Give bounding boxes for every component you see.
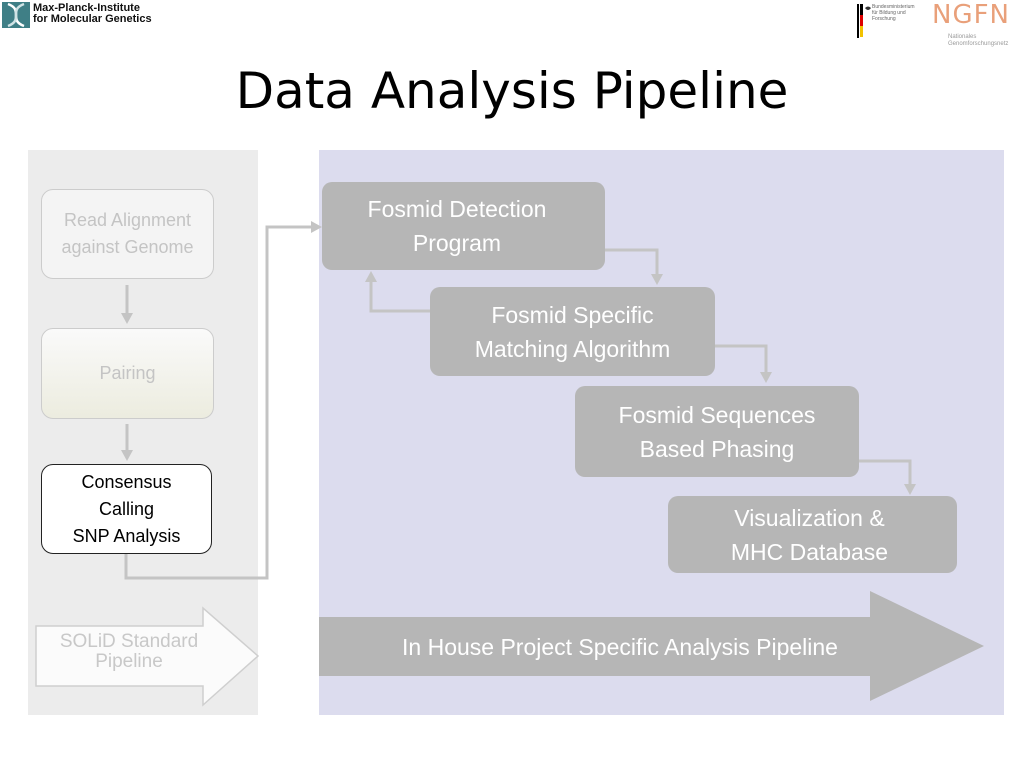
institute-line-1: Max-Planck-Institute	[33, 2, 140, 14]
visualization-line-1: Visualization &	[734, 504, 885, 531]
fosmid-matching-step: Fosmid Specific Matching Algorithm	[430, 287, 715, 376]
arrow-detection-to-matching	[605, 248, 663, 285]
solid-pipeline-arrow	[35, 606, 260, 707]
consensus-line-1: Consensus	[81, 471, 172, 492]
fosmid-phasing-line-2: Based Phasing	[639, 435, 795, 462]
page-title: Data Analysis Pipeline	[235, 62, 789, 120]
institute-line-2: for Molecular Genetics	[33, 13, 152, 25]
fosmid-phasing-step: Fosmid Sequences Based Phasing	[575, 386, 859, 477]
mpi-logo-icon	[2, 2, 30, 28]
visualization-line-2: MHC Database	[730, 538, 889, 565]
fosmid-detection-line-2: Program	[412, 230, 502, 256]
fosmid-matching-line-2: Matching Algorithm	[474, 335, 671, 362]
solid-pipeline-label: SOLiD Standard Pipeline	[48, 632, 210, 672]
solid-line-2: Pipeline	[95, 651, 163, 672]
read-alignment-line-1: Read Alignment	[63, 210, 192, 230]
ngfn-subtitle: Nationales Genomforschungsnetz	[948, 34, 1009, 47]
pairing-label: Pairing	[99, 363, 156, 383]
pairing-step: Pairing	[41, 328, 214, 419]
fosmid-detection-line-1: Fosmid Detection	[367, 196, 547, 222]
solid-line-1: SOLiD Standard	[59, 631, 199, 652]
fosmid-phasing-line-1: Fosmid Sequences	[618, 401, 816, 428]
in-house-pipeline-arrow	[319, 591, 984, 701]
in-house-pipeline-label: In House Project Specific Analysis Pipel…	[402, 634, 838, 660]
arrow-pairing-to-consensus	[121, 424, 133, 461]
bmbf-text: Bundesministerium für Bildung und Forsch…	[872, 4, 915, 22]
institute-name: Max-Planck-Institute for Molecular Genet…	[33, 3, 152, 25]
ngfn-logo: NGFN	[932, 0, 1011, 30]
fosmid-matching-line-1: Fosmid Specific	[491, 301, 654, 328]
read-alignment-line-2: against Genome	[61, 237, 194, 257]
consensus-line-2: Calling	[98, 498, 155, 519]
bmbf-logo-icon	[857, 4, 871, 38]
arrow-alignment-to-pairing	[121, 285, 133, 324]
fosmid-detection-step: Fosmid Detection Program	[322, 182, 605, 270]
arrow-matching-to-phasing	[715, 344, 772, 383]
arrow-consensus-to-fosmid-detection	[124, 221, 322, 580]
consensus-line-3: SNP Analysis	[72, 525, 181, 546]
arrow-phasing-to-visualization	[859, 459, 916, 495]
arrow-matching-to-detection	[365, 271, 430, 313]
read-alignment-step: Read Alignment against Genome	[41, 189, 214, 279]
consensus-snp-step: Consensus Calling SNP Analysis	[41, 464, 212, 554]
visualization-step: Visualization & MHC Database	[668, 496, 957, 573]
